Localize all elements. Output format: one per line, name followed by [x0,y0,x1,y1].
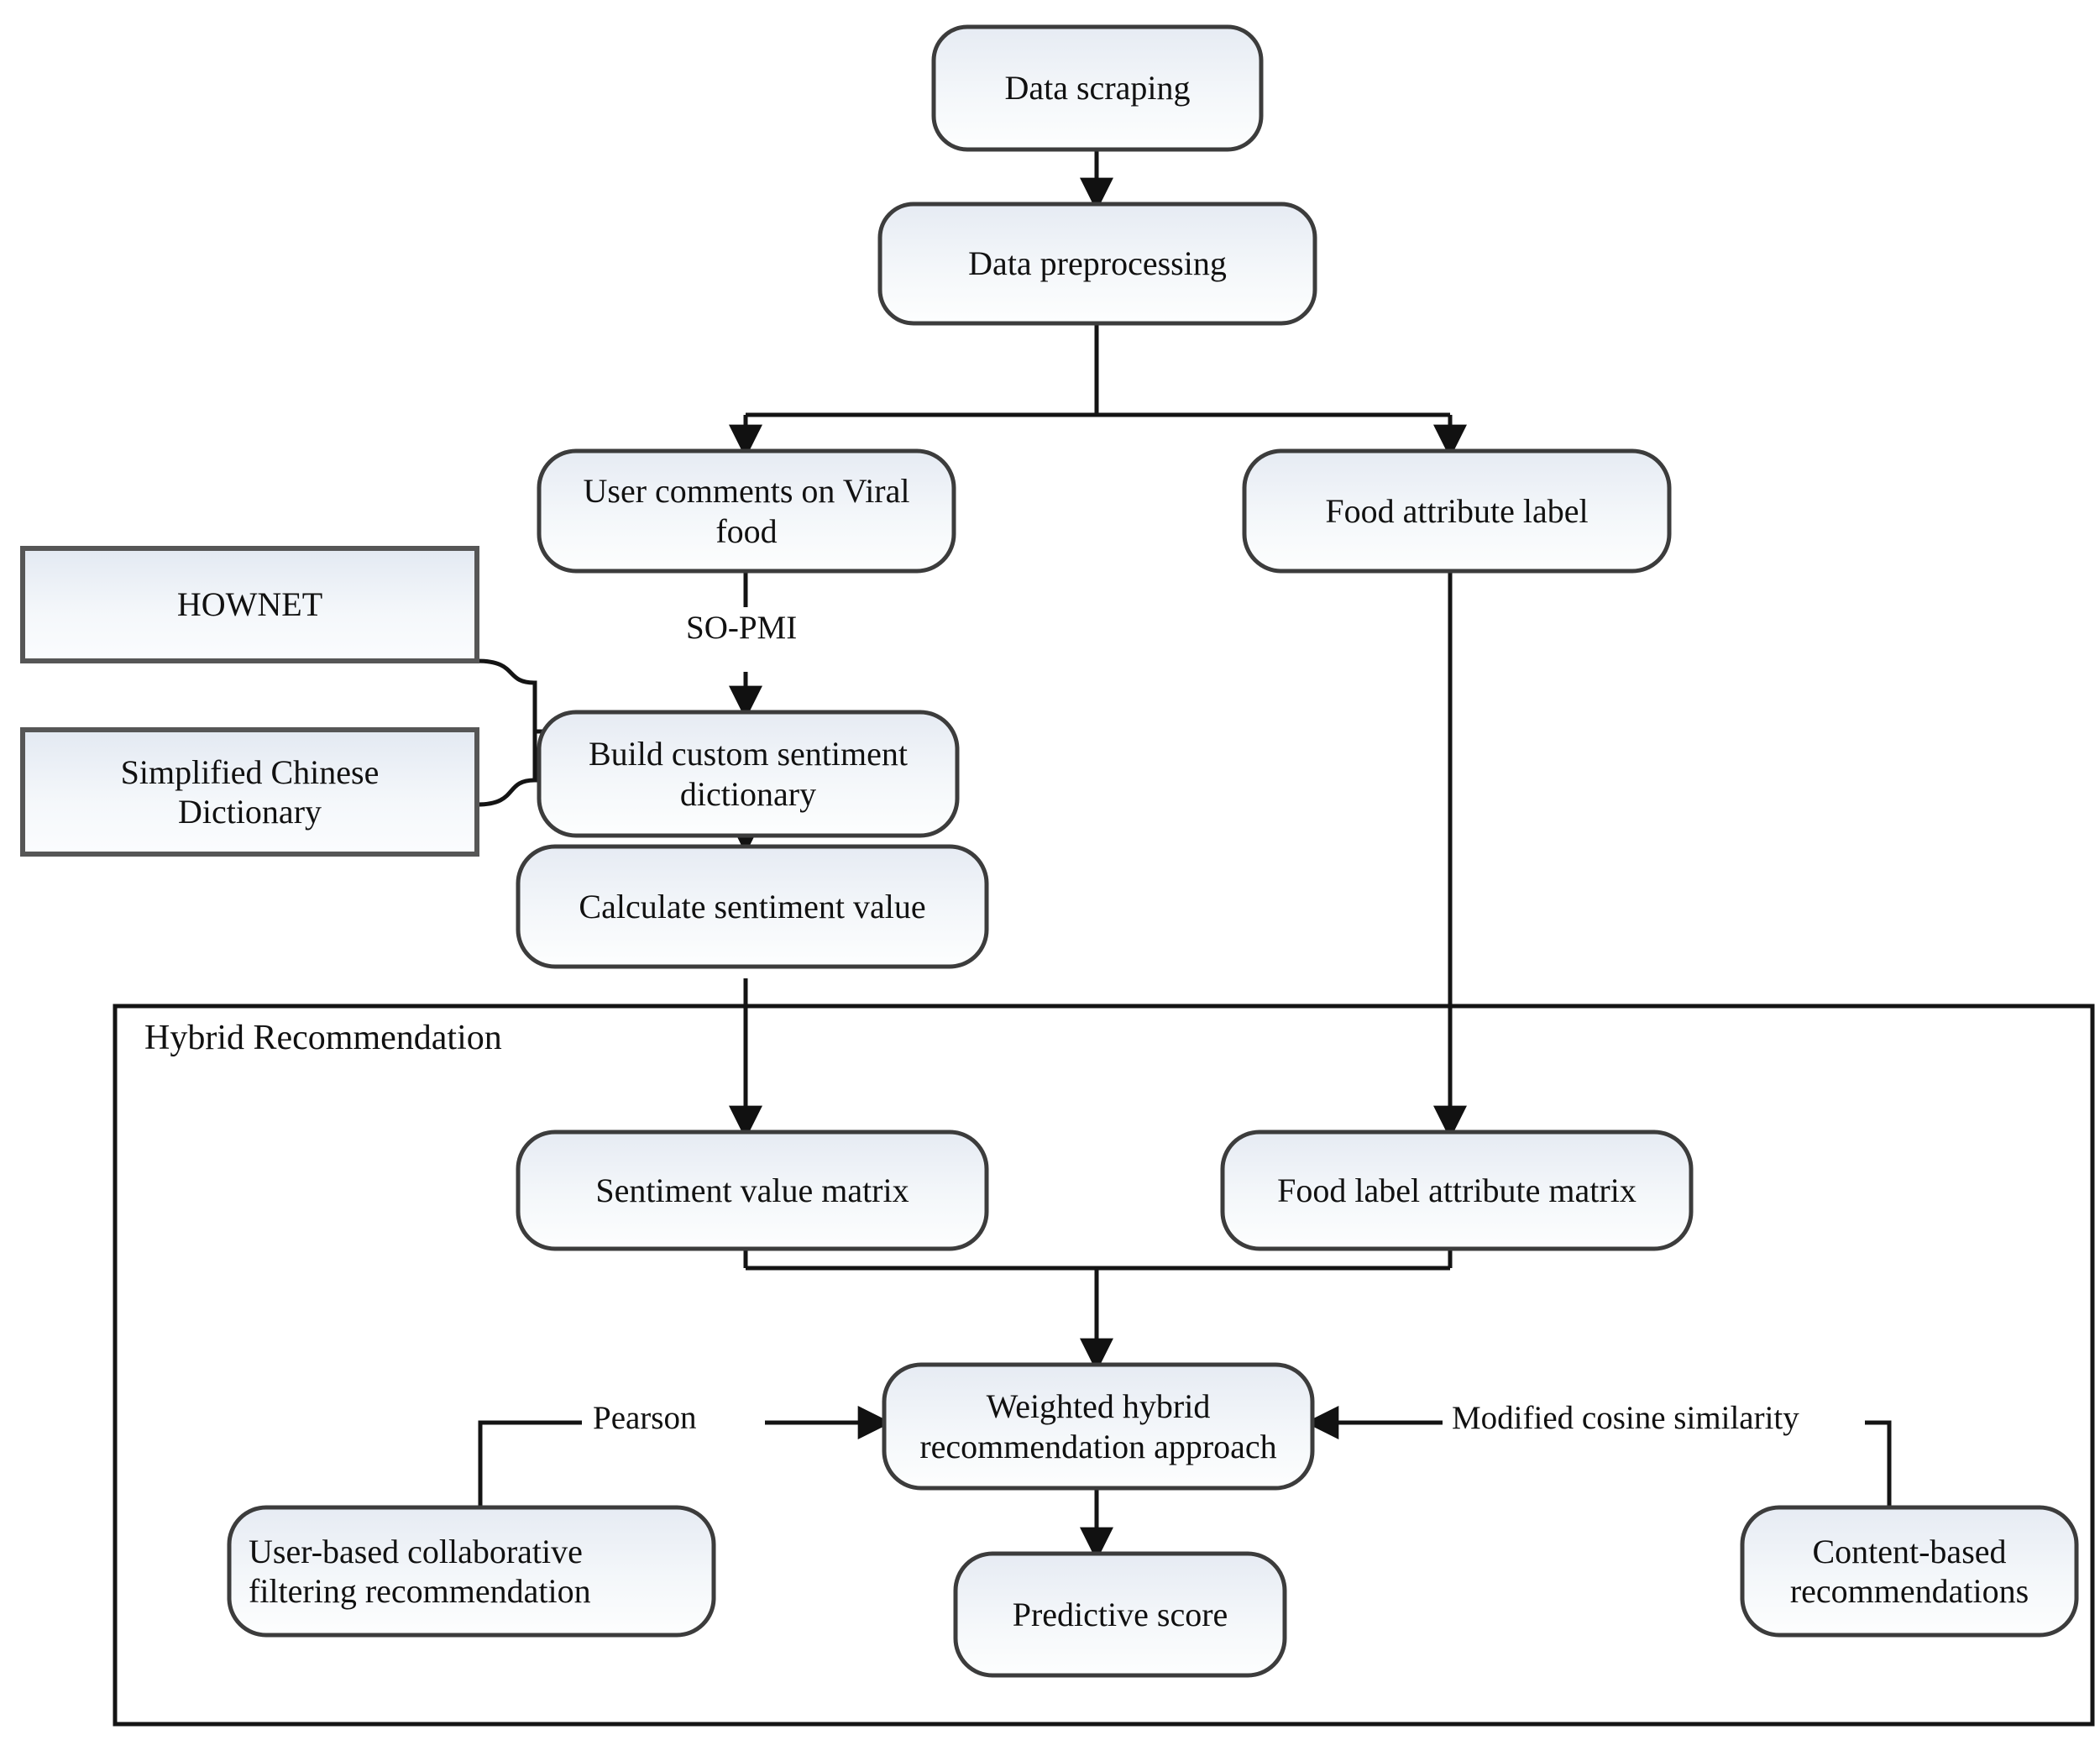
node-food-attribute-label[interactable] [1242,448,1672,574]
node-build-custom-sentiment-dictionary[interactable] [537,710,960,838]
node-predictive-score[interactable] [953,1551,1287,1678]
group-label-hybrid-recommendation: Hybrid Recommendation [144,1019,502,1057]
node-data-scraping[interactable] [931,24,1264,152]
hybrid-recommendation-group [113,1004,2095,1727]
node-hownet[interactable] [20,546,479,663]
node-user-based-collaborative-filtering[interactable] [227,1505,716,1638]
node-layer [20,24,2079,1678]
node-weighted-hybrid-recommendation-approach[interactable] [882,1362,1315,1491]
node-data-preprocessing[interactable] [877,202,1317,326]
node-simplified-chinese-dictionary[interactable] [20,727,479,857]
node-sentiment-value-matrix[interactable] [516,1130,989,1251]
edge-dictionaries-bracket [476,658,537,807]
node-calculate-sentiment-value[interactable] [516,844,989,969]
edge-label-so-pmi: SO-PMI [680,609,804,647]
node-food-label-attribute-matrix[interactable] [1220,1130,1694,1251]
edge-label-modified-cosine-similarity: Modified cosine similarity [1446,1399,1805,1437]
edge-usercf-to-pearson [478,1420,582,1507]
node-content-based-recommendations[interactable] [1740,1505,2079,1638]
edge-contentbased-to-cosine [1865,1420,1892,1507]
node-user-comments[interactable] [537,448,956,574]
edge-label-pearson: Pearson [587,1399,703,1437]
